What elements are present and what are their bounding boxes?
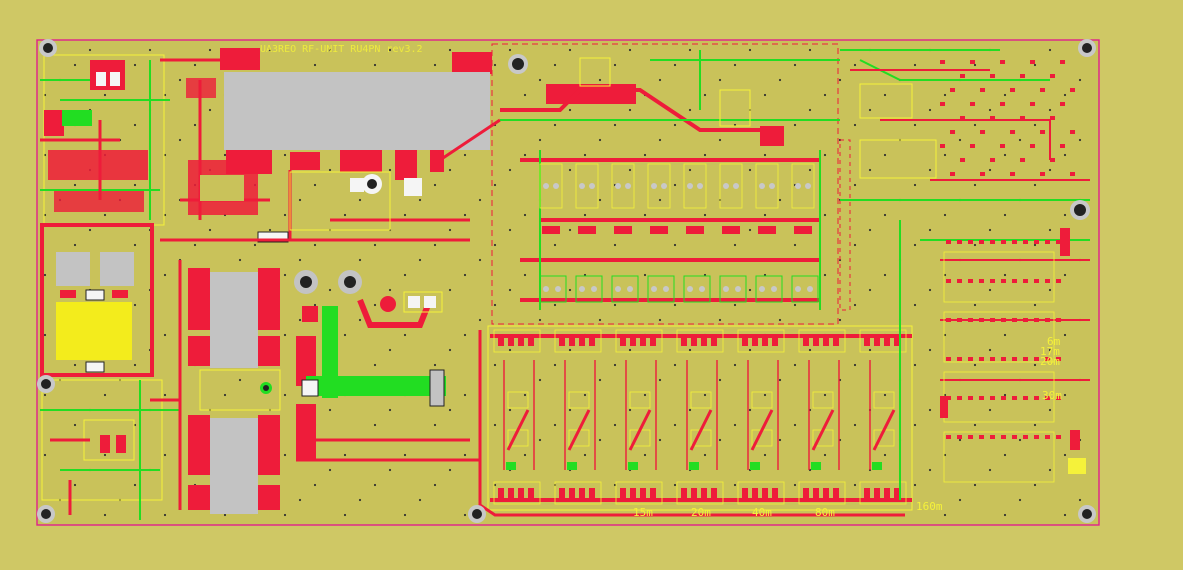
- pa-output-copper-pour: [294, 270, 446, 407]
- mounting-holes: [37, 39, 1096, 523]
- bpf-section: [491, 43, 851, 325]
- mounting-hole-top-left: [39, 39, 57, 57]
- silkscreen-text: UA3REO RF-UNIT RU4PN rev3.2 15m 20m 40m …: [260, 44, 1062, 519]
- right-label-30m: 30m: [1042, 389, 1062, 402]
- band-label-40m: 40m: [752, 506, 772, 519]
- board-outline: [36, 39, 1100, 526]
- mounting-hole-mid-left: [37, 375, 55, 393]
- bpf-component-array: [539, 163, 819, 303]
- right-smd-pads: [940, 60, 1075, 439]
- lpf-filter-cells: [493, 329, 907, 505]
- toroid-transformer: [40, 223, 154, 377]
- mounting-hole-bottom-right: [1078, 505, 1096, 523]
- board-title: UA3REO RF-UNIT RU4PN rev3.2: [260, 44, 423, 55]
- mounting-hole-bottom-left: [37, 505, 55, 523]
- band-label-20m: 20m: [691, 506, 711, 519]
- mounting-hole-top-center: [508, 54, 528, 74]
- control-section: [840, 49, 1090, 500]
- pa-heatsink-upper: [160, 48, 501, 243]
- right-label-6m: 6m: [1047, 335, 1061, 348]
- band-label-80m: 80m: [815, 506, 835, 519]
- band-label-160m: 160m: [916, 500, 943, 513]
- pa-transistor-array: [178, 260, 482, 514]
- mounting-hole-mid-right: [1070, 200, 1090, 220]
- lower-left-regulator: [40, 379, 180, 520]
- band-label-15m: 15m: [633, 506, 653, 519]
- right-label-17m: 17m: [1040, 345, 1060, 358]
- mounting-hole-bottom-center: [468, 505, 486, 523]
- power-supply-section: [40, 54, 170, 226]
- mounting-hole-top-right: [1078, 39, 1096, 57]
- right-label-20m: 20m: [1040, 355, 1060, 368]
